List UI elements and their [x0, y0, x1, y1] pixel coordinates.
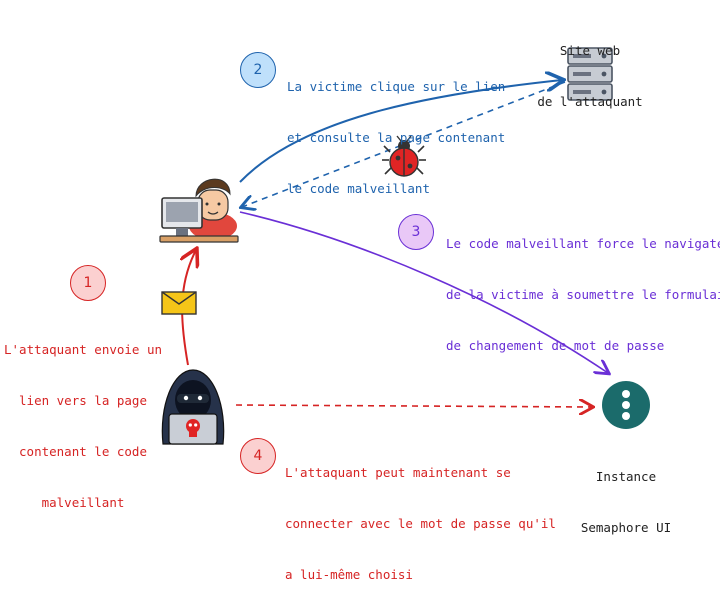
semaphore-label-line1: Instance	[595, 469, 657, 484]
step-1-line: contenant le code	[19, 444, 147, 459]
semaphore-logo-icon	[602, 381, 650, 429]
step-3-text: Le code malveillant force le navigateur …	[446, 201, 720, 371]
step-3-line: Le code malveillant force le navigateur	[446, 236, 720, 251]
step-1-line: L'attaquant envoie un	[4, 342, 163, 357]
victim-computer-icon	[159, 178, 239, 243]
step-2-text: La victime clique sur le lien et consult…	[287, 44, 505, 214]
step-1-number: 1	[83, 275, 93, 291]
server-label: Site web de l'attaquant	[520, 8, 660, 127]
step-3-badge: 3	[398, 214, 434, 250]
arrow-attacker-to-semaphore-dashed	[235, 405, 592, 407]
diagram-canvas	[159, 47, 650, 445]
semaphore-label: Instance Semaphore UI	[556, 434, 696, 553]
step-4-line: connecter avec le mot de passe qu'il	[285, 516, 556, 531]
hacker-icon	[161, 369, 225, 445]
step-2-line: le code malveillant	[287, 181, 430, 196]
step-3-line: de changement de mot de passe	[446, 338, 665, 353]
server-label-line2: de l'attaquant	[537, 94, 643, 109]
server-label-line1: Site web	[559, 43, 621, 58]
arrow-victim-to-semaphore	[239, 211, 608, 373]
step-2-number: 2	[253, 62, 263, 78]
step-4-line: L'attaquant peut maintenant se	[285, 465, 511, 480]
step-1-line: lien vers la page	[19, 393, 147, 408]
step-4-line: a lui-même choisi	[285, 567, 413, 582]
arrow-server-to-victim-dashed	[242, 81, 566, 207]
step-4-badge: 4	[240, 438, 276, 474]
step-2-line: La victime clique sur le lien	[287, 79, 506, 94]
step-2-line: et consulte la page contenant	[287, 130, 506, 145]
step-4-text: L'attaquant peut maintenant se connecter…	[285, 430, 556, 600]
arrow-victim-to-server	[239, 80, 562, 183]
step-3-line: de la victime à soumettre le formulaire	[446, 287, 720, 302]
envelope-icon	[161, 291, 197, 315]
step-4-number: 4	[253, 448, 263, 464]
step-1-line: malveillant	[41, 495, 125, 510]
step-3-number: 3	[411, 224, 421, 240]
semaphore-label-line2: Semaphore UI	[580, 520, 672, 535]
step-2-badge: 2	[240, 52, 276, 88]
bug-icon	[382, 135, 426, 177]
step-1-text: L'attaquant envoie un lien vers la page …	[4, 307, 162, 528]
step-1-badge: 1	[70, 265, 106, 301]
server-icon	[567, 47, 613, 101]
